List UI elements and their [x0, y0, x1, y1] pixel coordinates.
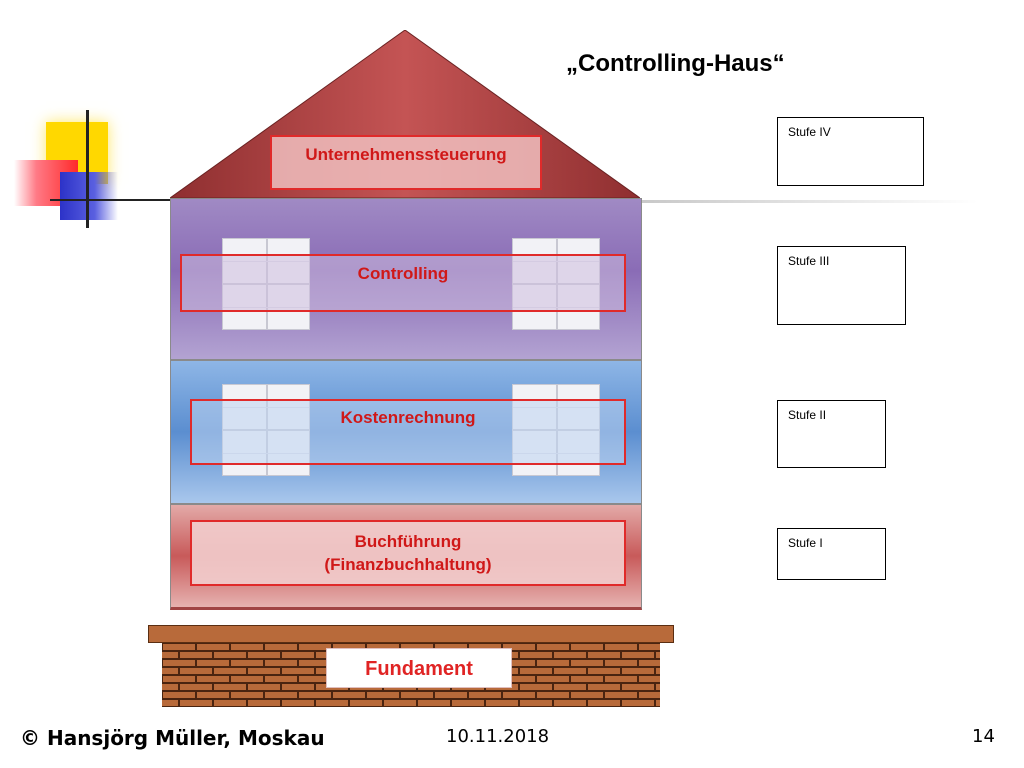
decor-vertical-line: [86, 110, 89, 228]
finanzbuchhaltung-label: (Finanzbuchhaltung): [324, 555, 492, 574]
kostenrechnung-label-box: Kostenrechnung: [190, 399, 626, 465]
level-box-1: Stufe I: [777, 528, 886, 580]
foundation-slab: [148, 625, 674, 643]
footer-date: 10.11.2018: [446, 726, 550, 747]
footer-page-number: 14: [972, 726, 995, 747]
level-label: Stufe II: [788, 408, 827, 422]
buchfuehrung-label: Buchführung: [354, 532, 462, 551]
roof-label-box: Unternehmenssteuerung: [270, 135, 542, 190]
level-box-3: Stufe III: [777, 246, 906, 325]
level-box-4: Stufe IV: [777, 117, 924, 186]
roof-label: Unternehmenssteuerung: [305, 145, 507, 164]
controlling-label-box: Controlling: [180, 254, 626, 312]
slide-title: „Controlling-Haus“: [566, 50, 785, 77]
level-label: Stufe I: [788, 536, 823, 550]
footer-author: © Hansjörg Müller, Moskau: [20, 726, 325, 750]
decor-fade-line: [638, 200, 978, 203]
kostenrechnung-label: Kostenrechnung: [340, 408, 476, 427]
level-label: Stufe IV: [788, 125, 831, 139]
buchfuehrung-label-box: Buchführung (Finanzbuchhaltung): [190, 520, 626, 586]
decor-horizontal-line: [50, 199, 174, 201]
level-box-2: Stufe II: [777, 400, 886, 468]
level-label: Stufe III: [788, 254, 830, 268]
controlling-label: Controlling: [357, 264, 449, 283]
foundation-label: Fundament: [326, 648, 512, 688]
decor-blue-square: [60, 172, 118, 220]
